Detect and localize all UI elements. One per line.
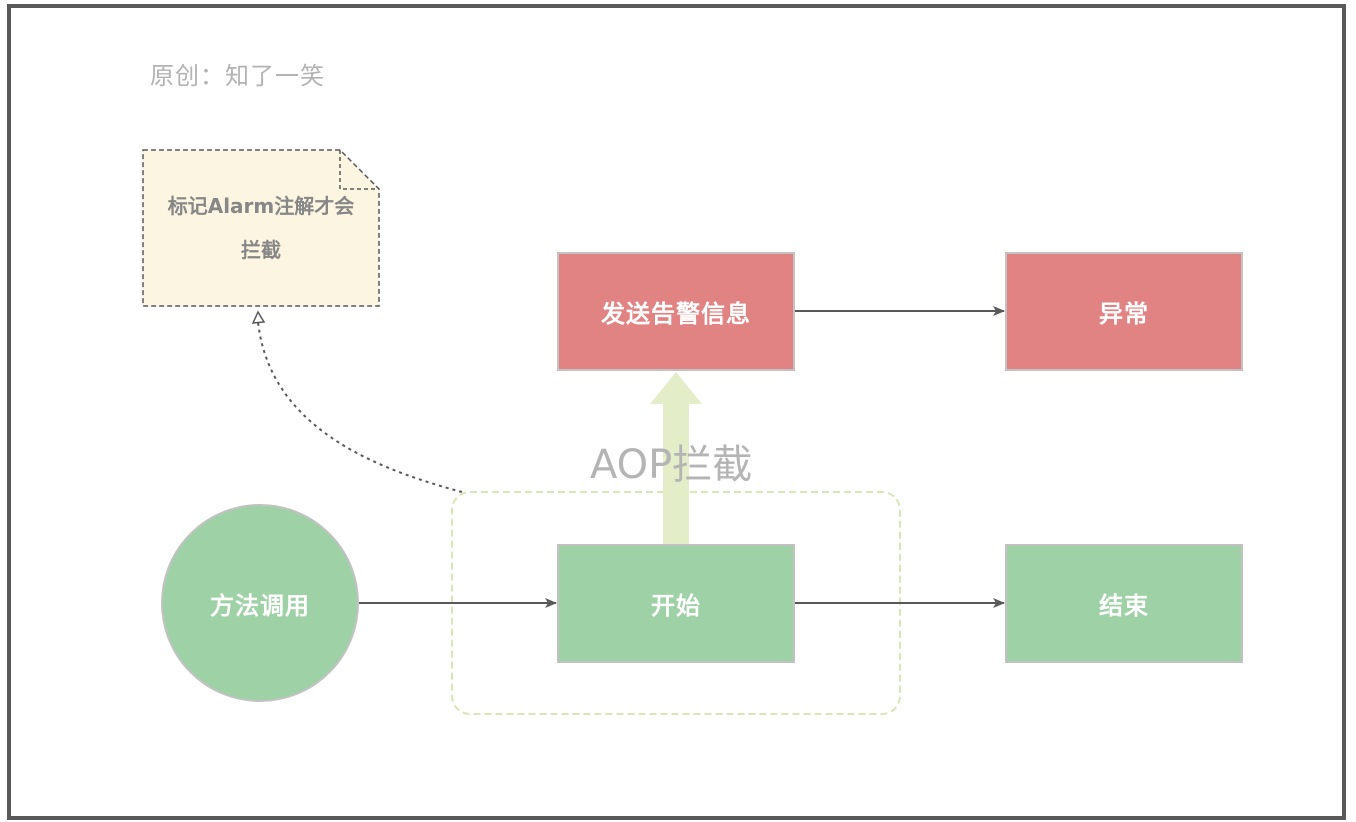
note-line-2: 拦截 [241,238,281,262]
node-start[interactable]: 开始 [557,544,795,663]
note-text: 标记Alarm注解才会 拦截 [143,184,379,272]
node-method-call[interactable]: 方法调用 [161,504,359,702]
node-end[interactable]: 结束 [1005,544,1243,663]
node-exception[interactable]: 异常 [1005,252,1243,371]
aop-intercept-label: AOP拦截 [590,442,753,488]
node-start-label: 开始 [651,592,701,620]
node-exception-label: 异常 [1099,300,1149,328]
watermark-text: 原创：知了一笑 [150,62,325,90]
node-method-call-label: 方法调用 [210,591,310,620]
hollow-triangle-arrow-icon [251,310,266,324]
note-association-edge [257,321,463,493]
node-send-alert[interactable]: 发送告警信息 [557,252,795,371]
annotation-note [142,149,380,307]
aop-intercept-arrow [650,372,702,545]
note-line-1: 标记Alarm注解才会 [167,194,355,218]
node-end-label: 结束 [1099,592,1149,620]
node-send-alert-label: 发送告警信息 [601,300,751,328]
